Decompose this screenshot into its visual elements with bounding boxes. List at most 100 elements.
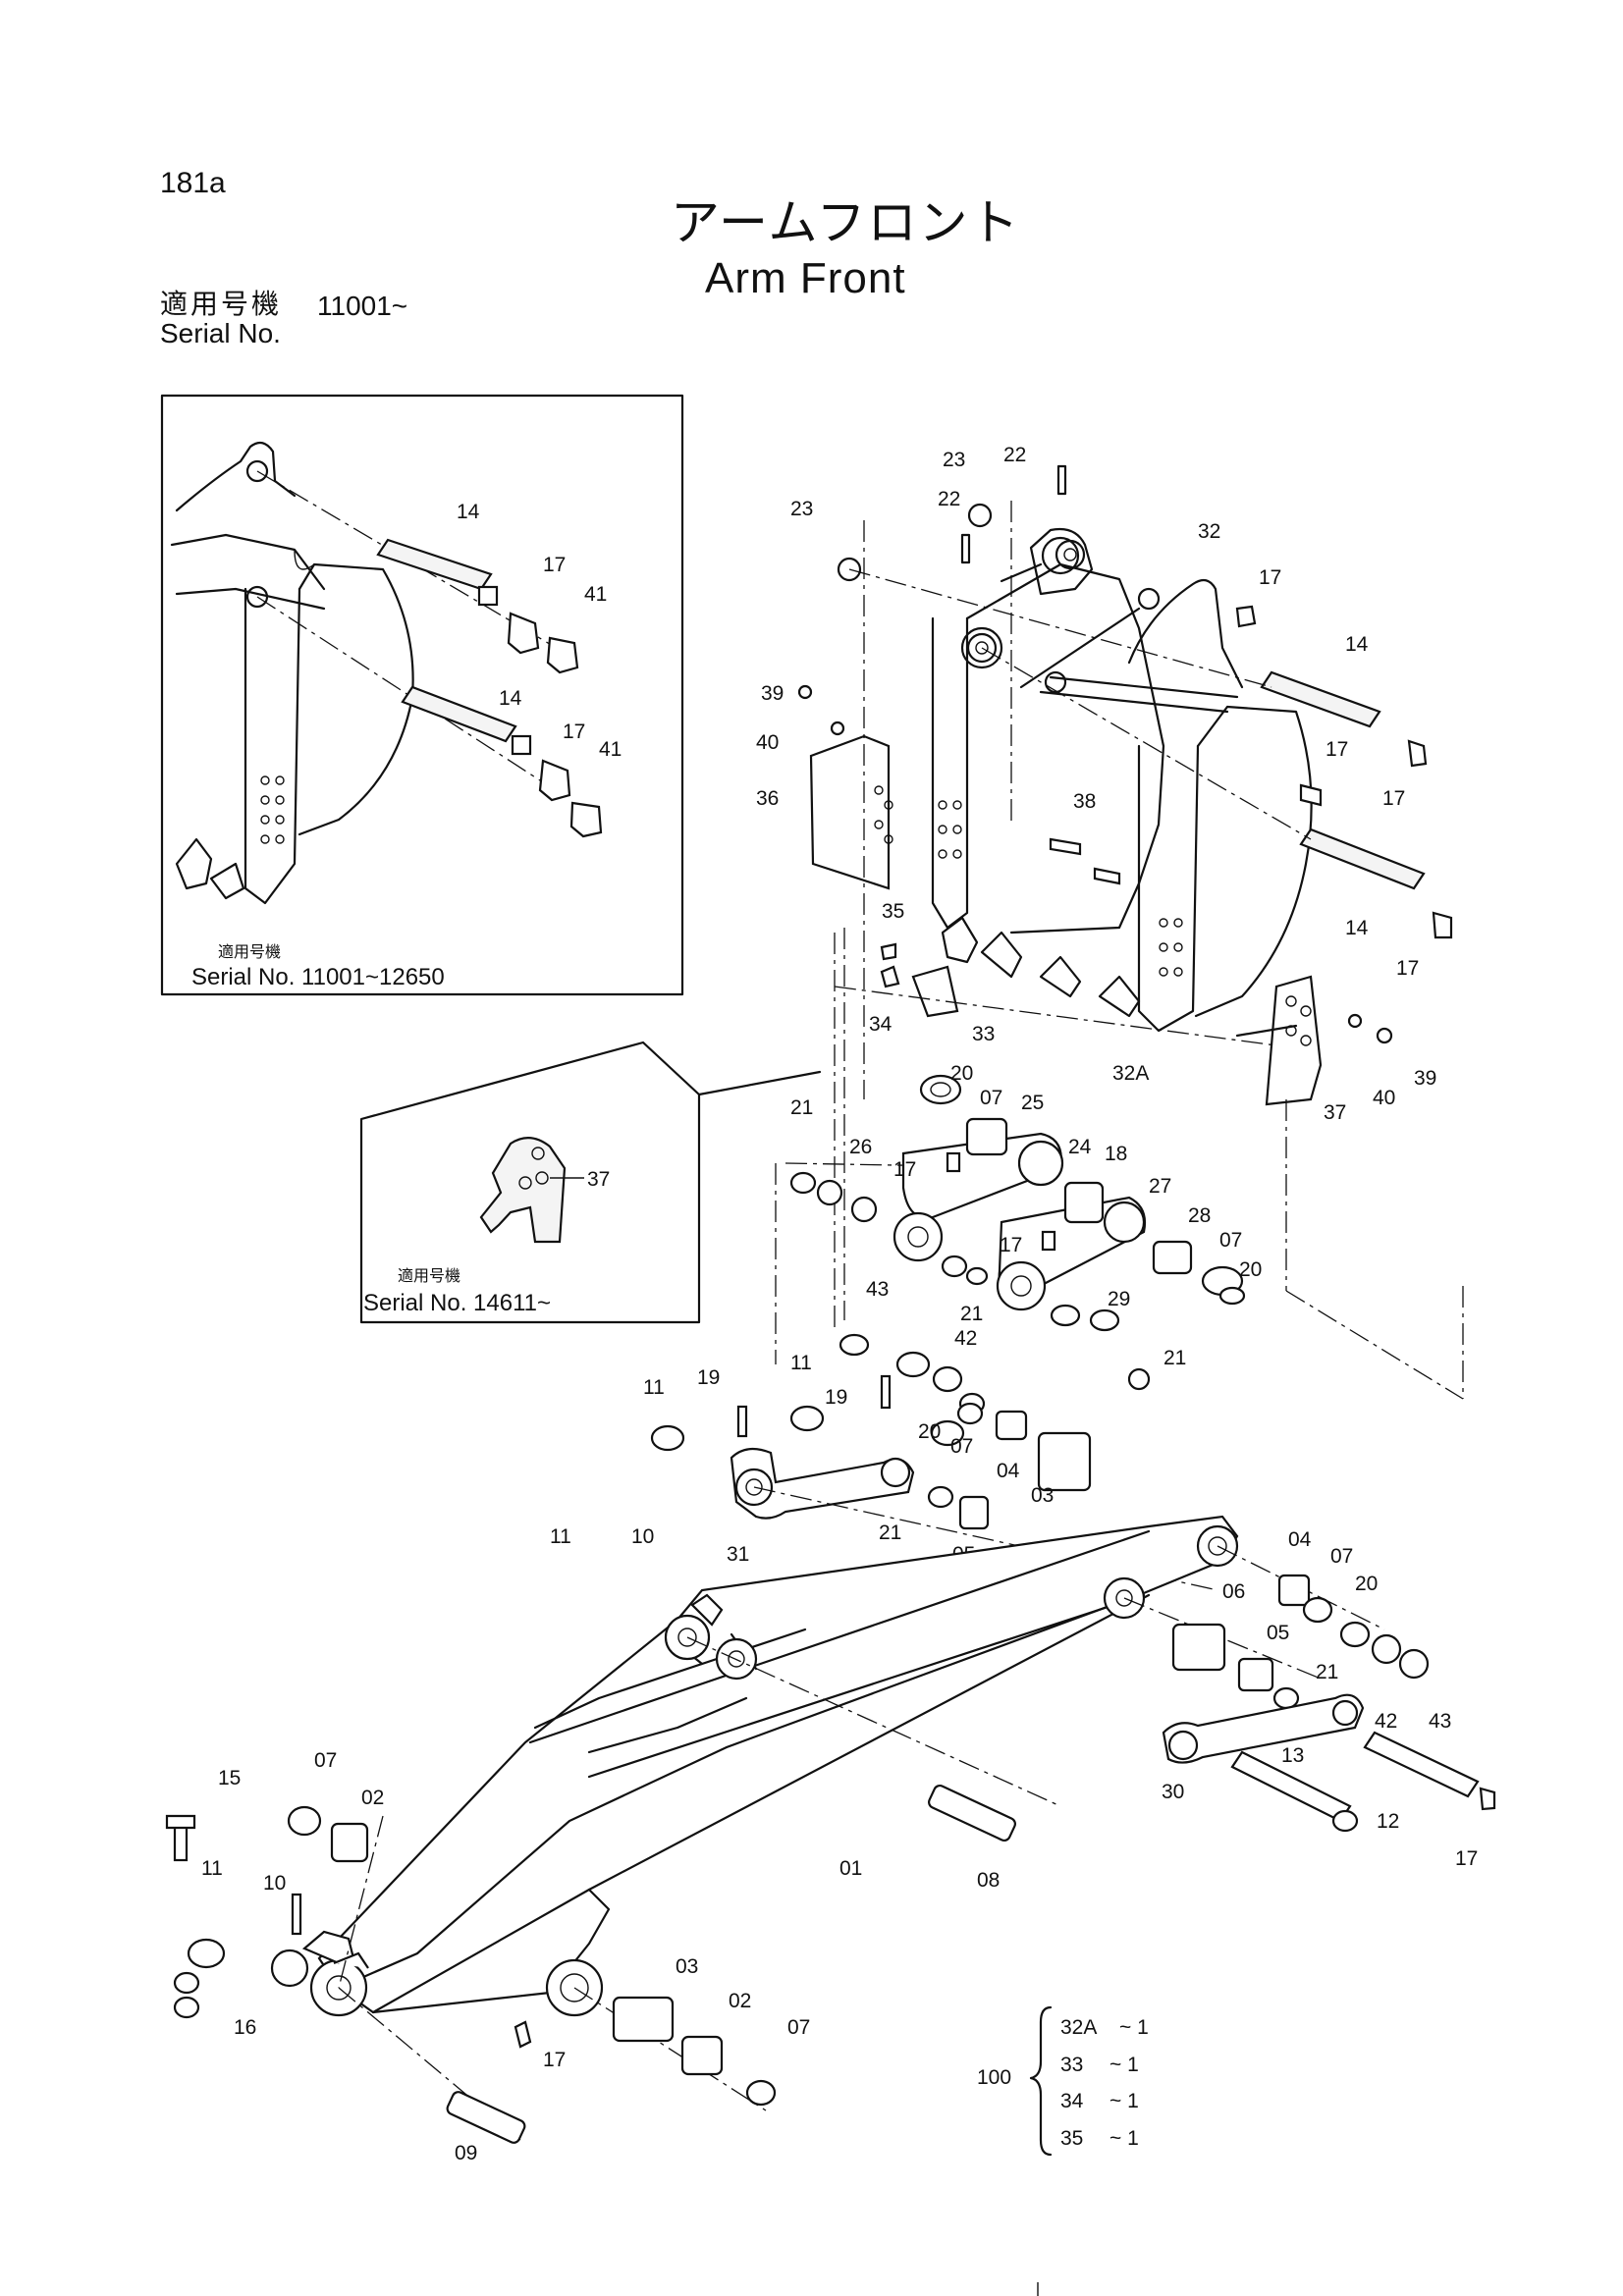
guide-link-callouts: 11 19 11 19 20 07 04 03 31 21 05 <box>643 1352 1054 1566</box>
kit-item-part: 32A <box>1060 2016 1097 2039</box>
callout: 10 <box>631 1525 654 1548</box>
callout: 07 <box>314 1749 337 1772</box>
kit-table: 100 32A ~ 1 33 ~ 1 34 ~ 1 35 ~ 1 <box>977 2005 1149 2157</box>
callout: 36 <box>756 787 779 810</box>
callout: 29 <box>1108 1288 1130 1310</box>
callout: 21 <box>790 1096 813 1119</box>
callout: 32A <box>1112 1062 1149 1085</box>
callout: 11 <box>550 1525 571 1548</box>
callout: 12 <box>1377 1810 1399 1833</box>
callout: 07 <box>980 1087 1002 1109</box>
callout: 28 <box>1188 1204 1211 1227</box>
kit-item-qty: ~ 1 <box>1109 2090 1139 2112</box>
callout: 17 <box>893 1158 916 1181</box>
callout: 16 <box>234 2016 256 2039</box>
kit-item-part: 34 <box>1060 2090 1084 2112</box>
link-callouts: 20 07 25 21 26 17 24 18 27 28 07 17 20 2… <box>790 1062 1262 1369</box>
callout: 43 <box>866 1278 889 1301</box>
serial-label-japanese: 適用号機 <box>160 289 283 319</box>
kit-item-part: 33 <box>1060 2054 1083 2076</box>
callout: 07 <box>1219 1229 1242 1252</box>
callout: 38 <box>1073 790 1096 813</box>
page-number: 181a <box>160 167 226 199</box>
kit-item-qty: ~ 1 <box>1109 2054 1139 2076</box>
callout: 41 <box>584 583 607 606</box>
serial-range: 11001~ <box>317 291 408 321</box>
callout: 31 <box>727 1543 749 1566</box>
callout: 35 <box>882 900 904 923</box>
callout: 37 <box>1324 1101 1346 1124</box>
callout: 17 <box>563 721 585 743</box>
callout: 17 <box>1455 1847 1478 1870</box>
inset-side-plate: 37 適用号機 Serial No. 14611~ <box>359 1041 822 1324</box>
callout: 04 <box>1288 1528 1312 1551</box>
callout: 11 <box>643 1376 665 1399</box>
arm: 11 10 04 07 06 20 05 21 42 43 30 13 12 1… <box>165 1515 1496 2164</box>
callout: 34 <box>869 1013 893 1036</box>
callout: 07 <box>787 2016 810 2039</box>
callout: 26 <box>849 1136 872 1158</box>
callout: 21 <box>1163 1347 1186 1369</box>
callout: 14 <box>1345 917 1369 939</box>
inset-caption: Serial No. 14611~ <box>363 1290 551 1316</box>
callout: 27 <box>1149 1175 1171 1198</box>
inset-caption: Serial No. 11001~12650 <box>191 964 445 990</box>
callout: 01 <box>839 1857 862 1880</box>
callout: 25 <box>1021 1092 1044 1114</box>
callout: 42 <box>954 1327 977 1350</box>
inset-frame <box>160 394 684 996</box>
callout: 41 <box>599 738 622 761</box>
callout: 39 <box>761 682 784 705</box>
arm-callouts: 11 10 04 07 06 20 05 21 42 43 30 13 12 1… <box>201 1525 1478 2164</box>
page-title-japanese: アームフロント <box>671 195 1021 250</box>
callout: 20 <box>1355 1573 1378 1595</box>
callout: 23 <box>943 449 965 471</box>
callout: 37 <box>587 1168 610 1191</box>
callout: 22 <box>1003 444 1026 466</box>
callout: 14 <box>457 501 480 523</box>
inset-bucket-early: 14 17 41 14 17 41 適用号機 Serial No. 11001~… <box>160 394 684 996</box>
serial-label: Serial No. <box>160 318 281 348</box>
page-title: Arm Front <box>705 254 906 302</box>
callout: 11 <box>201 1857 223 1880</box>
callout: 40 <box>1373 1087 1395 1109</box>
callout: 33 <box>972 1023 995 1045</box>
callout: 42 <box>1375 1710 1397 1733</box>
callout: 03 <box>1031 1484 1054 1507</box>
kit-number: 100 <box>977 2066 1011 2089</box>
callout: 20 <box>950 1062 973 1085</box>
callout: 23 <box>790 498 813 520</box>
callout: 43 <box>1429 1710 1451 1733</box>
callout: 02 <box>361 1787 384 1809</box>
callout: 17 <box>1325 738 1348 761</box>
callout: 19 <box>825 1386 847 1409</box>
callout: 17 <box>1396 957 1419 980</box>
callout: 04 <box>997 1460 1020 1482</box>
callout: 06 <box>1222 1580 1245 1603</box>
callout: 10 <box>263 1872 286 1895</box>
callout: 18 <box>1105 1143 1127 1165</box>
callout: 15 <box>218 1767 241 1789</box>
callout: 19 <box>697 1366 720 1389</box>
callout: 05 <box>1267 1622 1289 1644</box>
callout: 20 <box>918 1420 941 1443</box>
callout: 17 <box>1382 787 1405 810</box>
callout: 21 <box>1316 1661 1338 1683</box>
callout: 39 <box>1414 1067 1436 1090</box>
callout: 11 <box>790 1352 812 1374</box>
callout: 17 <box>543 2049 566 2071</box>
callout: 30 <box>1162 1781 1184 1803</box>
inset-caption-japanese: 適用号機 <box>398 1267 460 1285</box>
callout: 24 <box>1068 1136 1092 1158</box>
callout: 17 <box>543 554 566 576</box>
link-assembly: 20 07 25 21 26 17 24 18 27 28 07 17 20 2… <box>775 933 1464 1492</box>
callout: 02 <box>729 1990 751 2012</box>
callout: 17 <box>1000 1234 1022 1256</box>
inset-caption-japanese: 適用号機 <box>218 943 281 961</box>
callout: 20 <box>1239 1258 1262 1281</box>
bucket: 23 22 23 22 32 17 14 17 39 40 36 38 17 1… <box>756 444 1464 1399</box>
inset-callouts: 14 17 41 14 17 41 <box>457 501 622 761</box>
guide-link: 11 19 11 19 20 07 04 03 31 21 05 <box>643 1352 1218 1591</box>
callout: 14 <box>1345 633 1369 656</box>
